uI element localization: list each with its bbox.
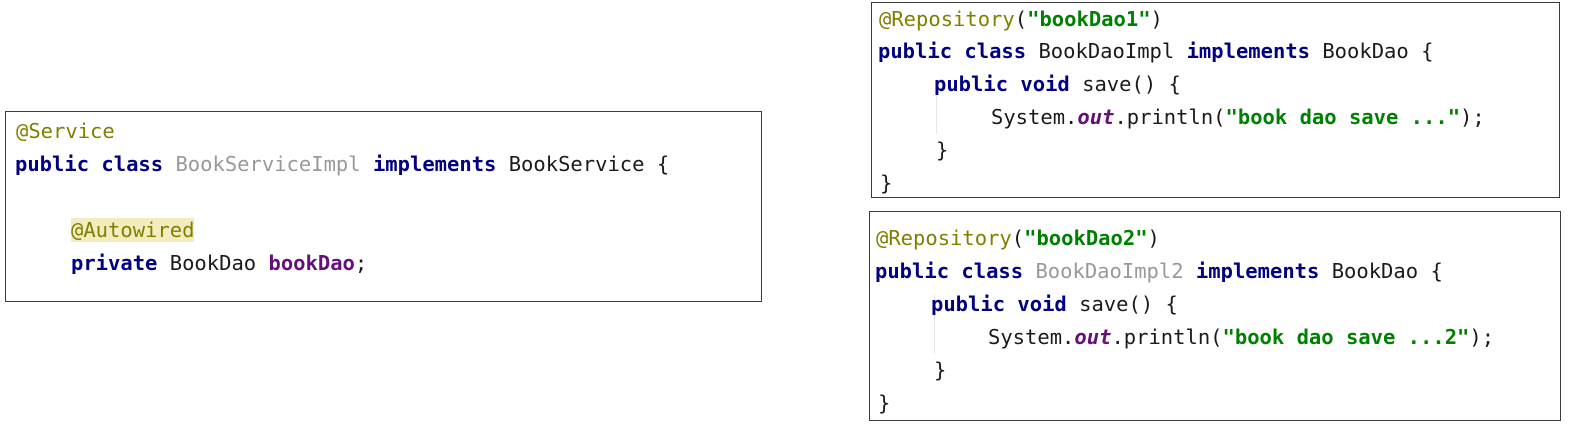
service-interface-name: BookService bbox=[508, 152, 645, 176]
dao1-print-statement: System.out.println("book dao save ..."); bbox=[991, 101, 1485, 134]
service-code-block: @Service public class BookServiceImpl im… bbox=[5, 111, 762, 302]
service-class-name: BookServiceImpl bbox=[175, 152, 361, 176]
open-brace: { bbox=[1430, 259, 1443, 283]
dao1-class-name: BookDaoImpl bbox=[1038, 39, 1175, 63]
paren-open: ( bbox=[1014, 7, 1028, 31]
dao2-annotation: @Repository bbox=[876, 226, 1012, 250]
field-type: BookDao bbox=[169, 251, 257, 275]
dao1-annotation-value: "bookDao1" bbox=[1027, 7, 1151, 31]
service-annotation-line: @Service bbox=[16, 115, 115, 148]
keyword-class: class bbox=[961, 259, 1024, 283]
keyword-implements: implements bbox=[1186, 39, 1310, 63]
dao1-annotation-line: @Repository("bookDao1") bbox=[879, 3, 1163, 36]
print-string: "book dao save ..." bbox=[1225, 105, 1461, 129]
dao2-method-declaration: public void save() { bbox=[931, 288, 1178, 321]
open-brace: { bbox=[1421, 39, 1434, 63]
dao1-method-close: } bbox=[936, 134, 948, 167]
dao1-method-declaration: public void save() { bbox=[934, 68, 1181, 101]
keyword-implements: implements bbox=[372, 152, 497, 176]
close-brace: } bbox=[934, 358, 947, 382]
close-brace: } bbox=[936, 138, 949, 162]
dao1-interface-name: BookDao bbox=[1322, 39, 1409, 63]
method-signature: save() { bbox=[1079, 292, 1178, 316]
indent-guide bbox=[936, 84, 937, 134]
dao1-code-block: @Repository("bookDao1") public class Boo… bbox=[871, 2, 1560, 198]
dao2-method-close: } bbox=[934, 354, 946, 387]
service-annotation: @Service bbox=[16, 119, 115, 143]
autowired-annotation: @Autowired bbox=[71, 218, 195, 242]
method-signature: save() { bbox=[1082, 72, 1181, 96]
dao1-annotation: @Repository bbox=[879, 7, 1015, 31]
dao2-code-block: @Repository("bookDao2") public class Boo… bbox=[869, 211, 1561, 421]
semicolon: ; bbox=[354, 251, 368, 275]
close-brace: } bbox=[878, 391, 891, 415]
out-field: out bbox=[1077, 105, 1115, 129]
dao2-annotation-value: "bookDao2" bbox=[1024, 226, 1148, 250]
println-call: .println( bbox=[1114, 105, 1226, 129]
paren-open: ( bbox=[1011, 226, 1025, 250]
dao1-class-declaration: public class BookDaoImpl implements Book… bbox=[878, 35, 1433, 68]
keyword-class: class bbox=[964, 39, 1027, 63]
keyword-public: public bbox=[878, 39, 953, 63]
keyword-public: public bbox=[15, 152, 90, 176]
keyword-void: void bbox=[1017, 292, 1067, 316]
dao2-class-close: } bbox=[878, 387, 890, 420]
dao1-class-close: } bbox=[880, 167, 892, 200]
paren-close: ) bbox=[1147, 226, 1160, 250]
keyword-class: class bbox=[101, 152, 164, 176]
keyword-void: void bbox=[1020, 72, 1070, 96]
statement-end: ); bbox=[1460, 105, 1485, 129]
statement-end: ); bbox=[1469, 325, 1495, 349]
field-declaration: private BookDao bookDao; bbox=[71, 247, 367, 280]
indent-guide bbox=[934, 294, 935, 354]
paren-close: ) bbox=[1150, 7, 1163, 31]
close-brace: } bbox=[880, 171, 893, 195]
keyword-public: public bbox=[875, 259, 950, 283]
dao2-class-name: BookDaoImpl2 bbox=[1035, 259, 1184, 283]
dao2-interface-name: BookDao bbox=[1331, 259, 1419, 283]
dao2-print-statement: System.out.println("book dao save ...2")… bbox=[988, 321, 1494, 354]
print-string: "book dao save ...2" bbox=[1222, 325, 1470, 349]
service-class-declaration: public class BookServiceImpl implements … bbox=[15, 148, 669, 181]
system-ref: System. bbox=[991, 105, 1078, 129]
keyword-public: public bbox=[934, 72, 1009, 96]
keyword-private: private bbox=[71, 251, 158, 275]
system-ref: System. bbox=[988, 325, 1075, 349]
keyword-public: public bbox=[931, 292, 1006, 316]
out-field: out bbox=[1074, 325, 1112, 349]
println-call: .println( bbox=[1111, 325, 1223, 349]
open-brace: { bbox=[656, 152, 670, 176]
autowired-line: @Autowired bbox=[71, 214, 195, 247]
dao2-annotation-line: @Repository("bookDao2") bbox=[876, 222, 1160, 255]
dao2-class-declaration: public class BookDaoImpl2 implements Boo… bbox=[875, 255, 1443, 288]
field-name: bookDao bbox=[268, 251, 355, 275]
keyword-implements: implements bbox=[1195, 259, 1320, 283]
